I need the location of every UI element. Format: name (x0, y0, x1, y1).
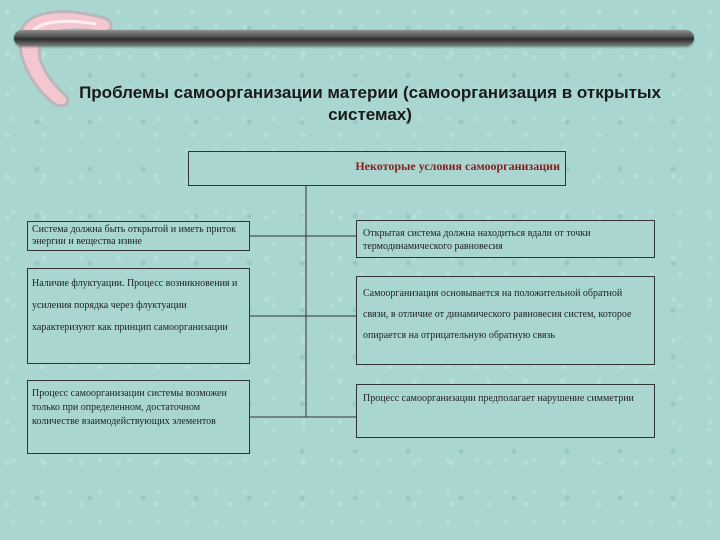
diagram-header: Некоторые условия самоорганизации (355, 159, 560, 173)
condition-positive-feedback: Самоорганизация основывается на положите… (356, 276, 655, 365)
slide-title: Проблемы самоорганизации материи (самоор… (79, 83, 661, 124)
condition-symmetry-breaking: Процесс самоорганизации предполагает нар… (356, 384, 655, 438)
condition-open-system: Система должна быть открытой и иметь при… (27, 221, 250, 251)
diagram-header-box: Некоторые условия самоорганизации (188, 151, 566, 186)
top-bar (14, 30, 694, 46)
condition-element-count: Процесс самоорганизации системы возможен… (27, 380, 250, 454)
condition-fluctuations: Наличие флуктуации. Процесс возникновени… (27, 268, 250, 364)
condition-non-equilibrium: Открытая система должна находиться вдали… (356, 220, 655, 258)
